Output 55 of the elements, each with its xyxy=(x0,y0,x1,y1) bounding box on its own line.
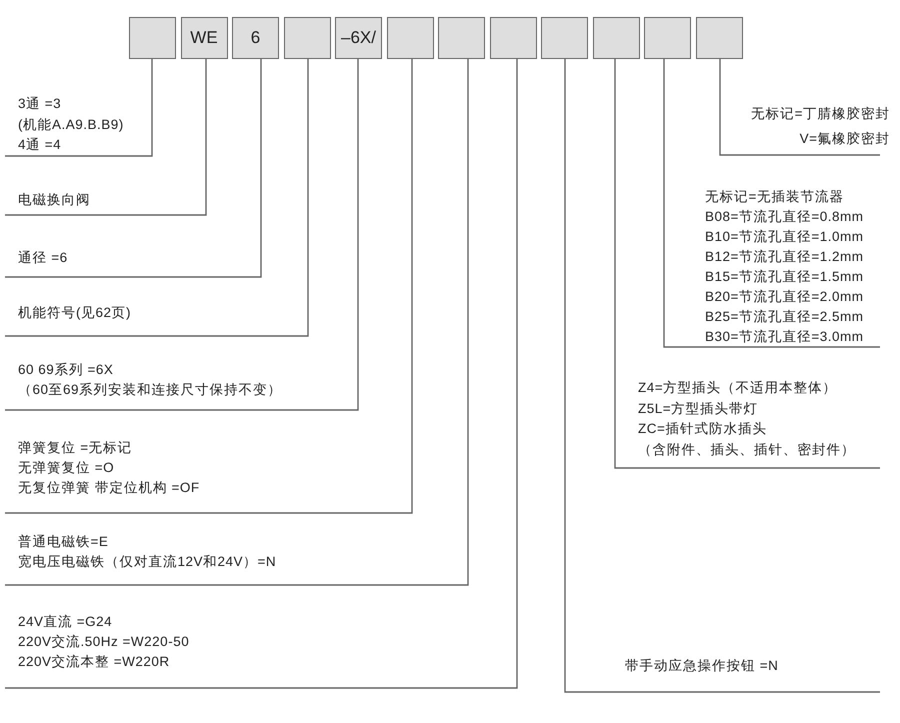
leader-line xyxy=(5,59,309,337)
code-box xyxy=(386,17,434,59)
option-text: 电磁换向阀 xyxy=(18,191,92,209)
code-box: –6X/ xyxy=(335,17,382,59)
code-box xyxy=(696,17,742,59)
option-text: B10=节流孔直径=1.0mm xyxy=(705,228,865,246)
option-text: 通径 =6 xyxy=(18,249,69,267)
option-text: Z5L=方型插头带灯 xyxy=(638,400,760,418)
option-text: 24V直流 =G24 xyxy=(18,613,114,631)
leader-line xyxy=(5,59,262,278)
option-text: B08=节流孔直径=0.8mm xyxy=(705,208,865,226)
leader-line xyxy=(564,59,800,693)
option-text: 带手动应急操作按钮 =N xyxy=(625,657,780,675)
option-text: 无标记=丁腈橡胶密封 xyxy=(750,105,890,123)
option-text: 普通电磁铁=E xyxy=(18,533,110,551)
option-text: 宽电压电磁铁（仅对直流12V和24V）=N xyxy=(18,553,278,571)
leader-line xyxy=(5,59,153,157)
leader-line xyxy=(614,59,880,469)
option-text: 4通 =4 xyxy=(18,136,62,154)
code-box xyxy=(438,17,485,59)
option-text: 3通 =3 xyxy=(18,95,62,113)
option-text: 无弹簧复位 =O xyxy=(18,459,116,477)
leader-line xyxy=(719,59,880,156)
option-text: B30=节流孔直径=3.0mm xyxy=(705,328,865,346)
option-text: 60 69系列 =6X xyxy=(18,361,114,379)
option-text: B12=节流孔直径=1.2mm xyxy=(705,248,865,266)
leader-line xyxy=(5,59,359,411)
option-text: 无复位弹簧 带定位机构 =OF xyxy=(18,479,201,497)
option-text: B15=节流孔直径=1.5mm xyxy=(705,268,865,286)
code-box xyxy=(490,17,536,59)
code-box: WE xyxy=(180,17,228,59)
code-box xyxy=(284,17,330,59)
code-box xyxy=(592,17,640,59)
leader-line xyxy=(5,59,207,216)
option-text: 弹簧复位 =无标记 xyxy=(18,439,134,457)
option-text: （60至69系列安装和连接尺寸保持不变） xyxy=(18,381,284,399)
option-text: B20=节流孔直径=2.0mm xyxy=(705,288,865,306)
option-text: B25=节流孔直径=2.5mm xyxy=(705,308,865,326)
option-text: Z4=方型插头（不适用本整体） xyxy=(638,379,838,397)
leader-line xyxy=(5,59,518,689)
leader-line xyxy=(5,59,413,514)
option-text: ZC=插针式防水插头 xyxy=(638,420,768,438)
option-text: 220V交流.50Hz =W220-50 xyxy=(18,633,190,651)
leader-line xyxy=(5,59,469,586)
leader-line xyxy=(663,59,880,348)
option-text: V=氟橡胶密封 xyxy=(798,130,890,148)
option-text: 机能符号(见62页) xyxy=(18,304,132,322)
option-text: （含附件、插头、插针、密封件） xyxy=(638,440,856,458)
option-text: 220V交流本整 =W220R xyxy=(18,653,171,671)
code-box xyxy=(644,17,691,59)
code-box xyxy=(541,17,588,59)
option-text: (机能A.A9.B.B9) xyxy=(18,116,125,134)
code-box xyxy=(129,17,176,59)
code-box: 6 xyxy=(232,17,279,59)
option-text: 无标记=无插装节流器 xyxy=(705,188,845,206)
